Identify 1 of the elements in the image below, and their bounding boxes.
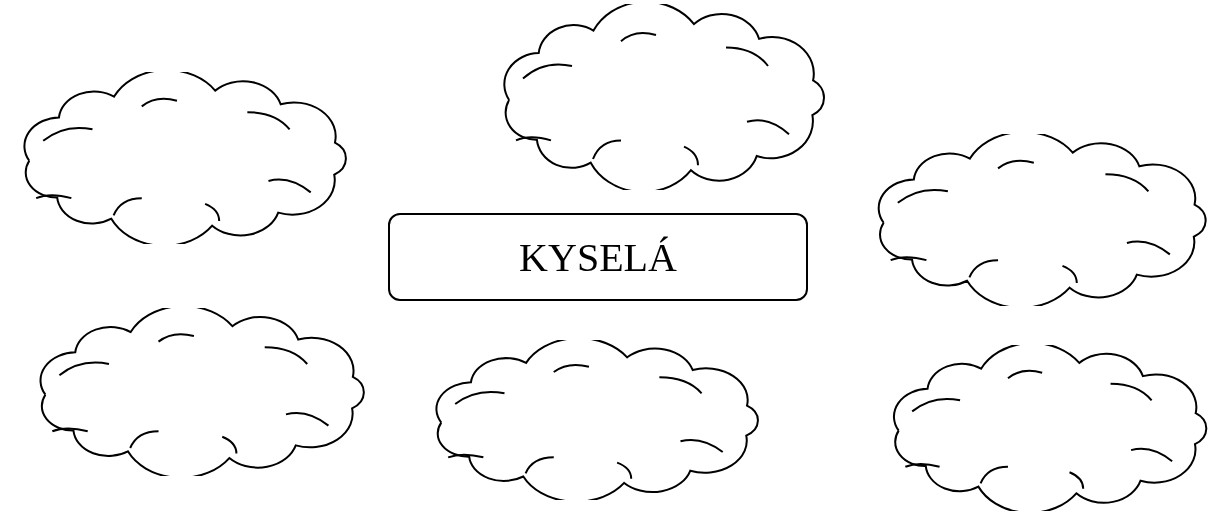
label-box: KYSELÁ [388, 213, 808, 301]
